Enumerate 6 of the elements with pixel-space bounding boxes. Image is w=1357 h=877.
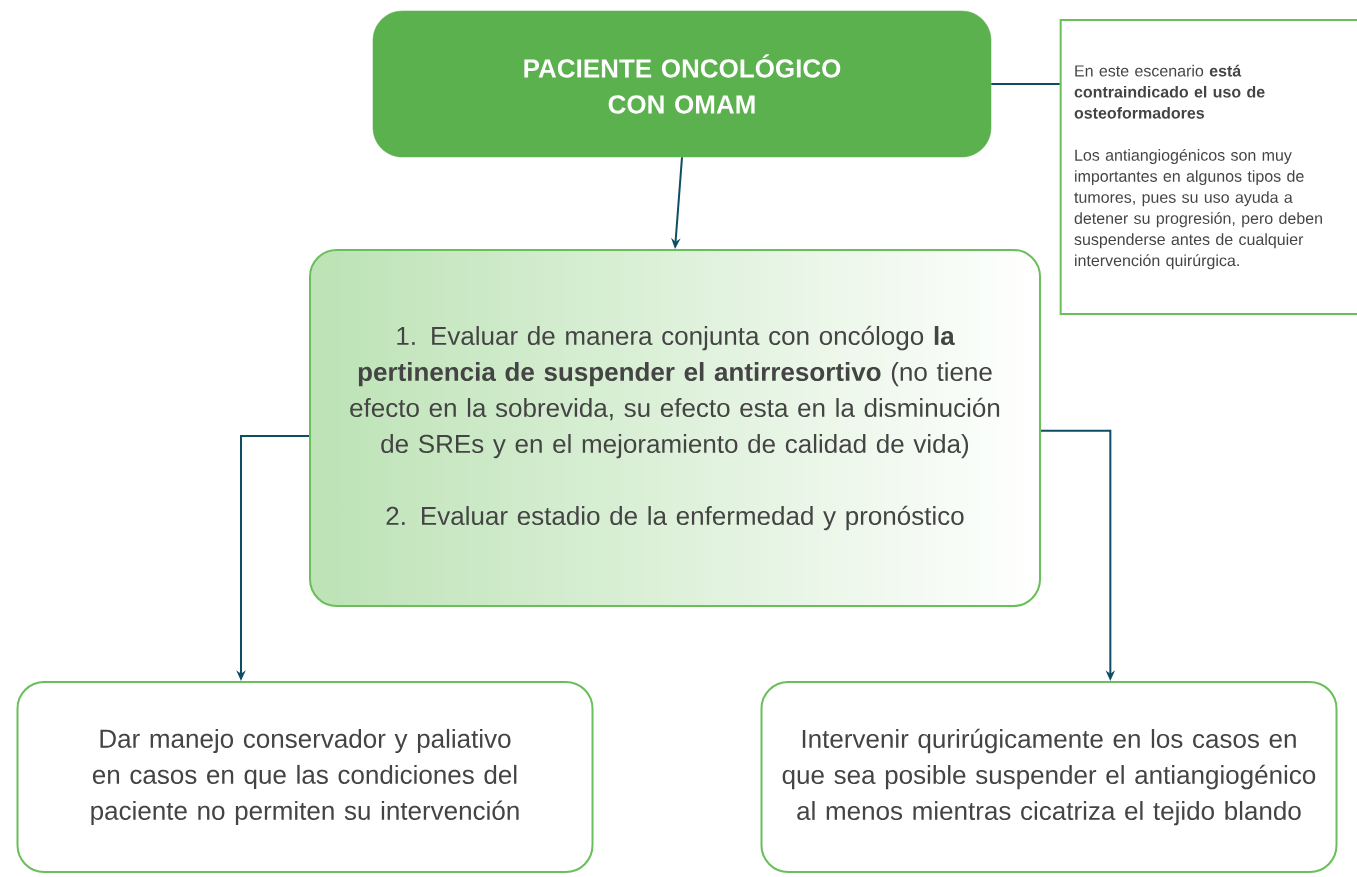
note-box: En este escenario está contraindicado el uso de osteoformadores Los antiangiogénicos son muy importantes en algunos tipos de tumores, pues su uso ayuda a detener su progresión, pero deben suspenderse antes de cualquier intervención quirúrgica.	[1059, 19, 1357, 315]
process-box: 1. Evaluar de manera conjunta con oncólogo la pertinencia de suspender el antirresortivo (no tiene efecto en la sobrevida, su efecto esta en la disminución de SREs y en el mejoramiento de calidad de vida) 2. Evaluar estadio de la enfermedad y pronóstico	[309, 249, 1041, 607]
outcome-box: Dar manejo conservador y paliativo en casos en que las condiciones del paciente no permiten su intervención	[16, 681, 594, 873]
title-box: PACIENTE ONCOLÓGICO CON OMAM	[372, 10, 992, 158]
connector-line	[990, 83, 1061, 85]
outcome-box: Intervenir qurirúgicamente en los casos en que sea posible suspender el antiangiogénico al menos mientras cicatriza el tejido blando	[760, 681, 1338, 873]
